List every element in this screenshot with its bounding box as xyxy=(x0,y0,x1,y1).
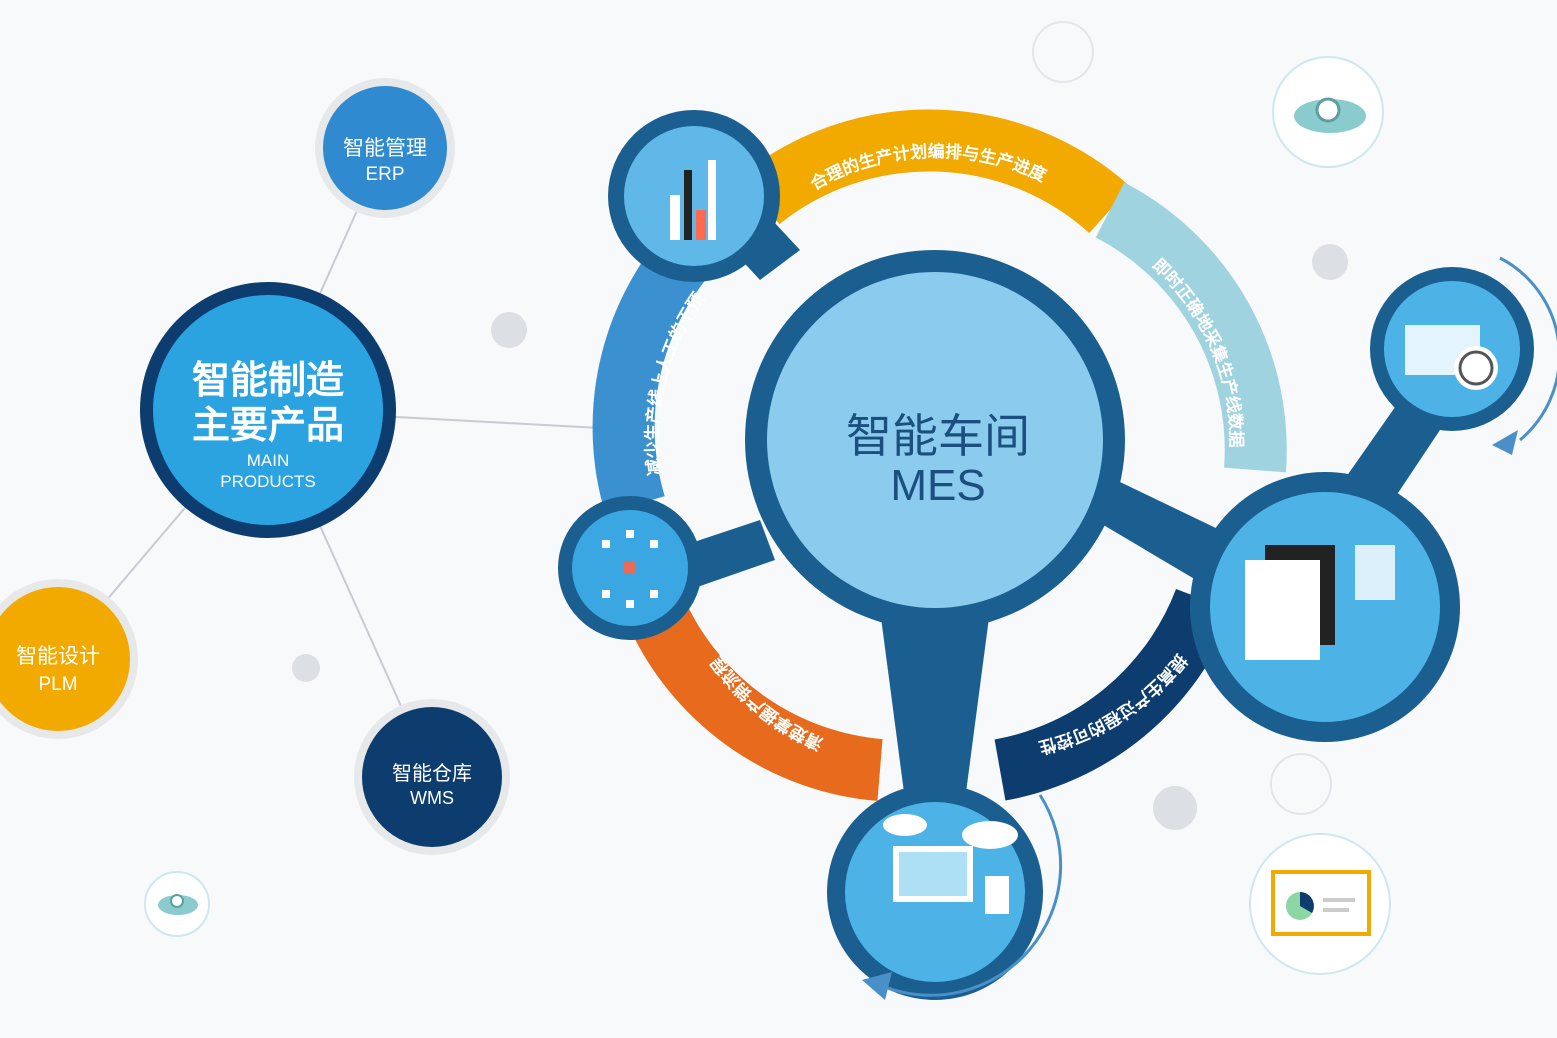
main-sub-line2: PRODUCTS xyxy=(220,472,315,491)
main-sub-line1: MAIN xyxy=(247,451,290,470)
segment-right xyxy=(1095,182,1287,473)
wms-label-cn: 智能仓库 xyxy=(392,761,472,785)
rotation-arrows xyxy=(879,256,1557,997)
segment-bottom-left xyxy=(632,605,884,801)
cloud-search-icon-small xyxy=(144,871,210,937)
documents-data-icon xyxy=(1190,472,1460,742)
plm-label-en: PLM xyxy=(38,674,77,695)
network-cube-icon xyxy=(558,496,702,640)
cloud-search-icon xyxy=(1272,56,1384,168)
mes-subtitle: MES xyxy=(890,461,985,510)
erp-label-en: ERP xyxy=(365,164,404,185)
main-products-node: 智能制造 主要产品 MAIN PRODUCTS xyxy=(140,282,396,538)
mes-hub: 智能车间 MES xyxy=(745,250,1125,630)
erp-node: 智能管理 ERP xyxy=(315,78,455,218)
plm-node: 智能设计 PLM xyxy=(0,579,138,739)
main-title-line2: 主要产品 xyxy=(192,403,344,447)
segment-left xyxy=(592,229,714,514)
wms-node: 智能仓库 WMS xyxy=(354,699,510,855)
arrowheads xyxy=(862,430,1518,1000)
report-chart-icon xyxy=(1249,833,1391,975)
mes-ring xyxy=(592,109,1287,801)
segment-bottom-right xyxy=(994,588,1234,801)
segment-top xyxy=(740,109,1131,234)
bar-chart-icon xyxy=(608,110,780,282)
wms-label-en: WMS xyxy=(410,788,454,808)
main-title-line1: 智能制造 xyxy=(192,358,344,402)
erp-label-cn: 智能管理 xyxy=(343,136,427,160)
mes-title: 智能车间 xyxy=(846,409,1030,463)
decorative-dots xyxy=(292,21,1348,830)
code-gauge-icon xyxy=(1370,267,1534,431)
plm-label-cn: 智能设计 xyxy=(16,644,100,668)
cloud-computer-icon xyxy=(827,784,1043,1000)
